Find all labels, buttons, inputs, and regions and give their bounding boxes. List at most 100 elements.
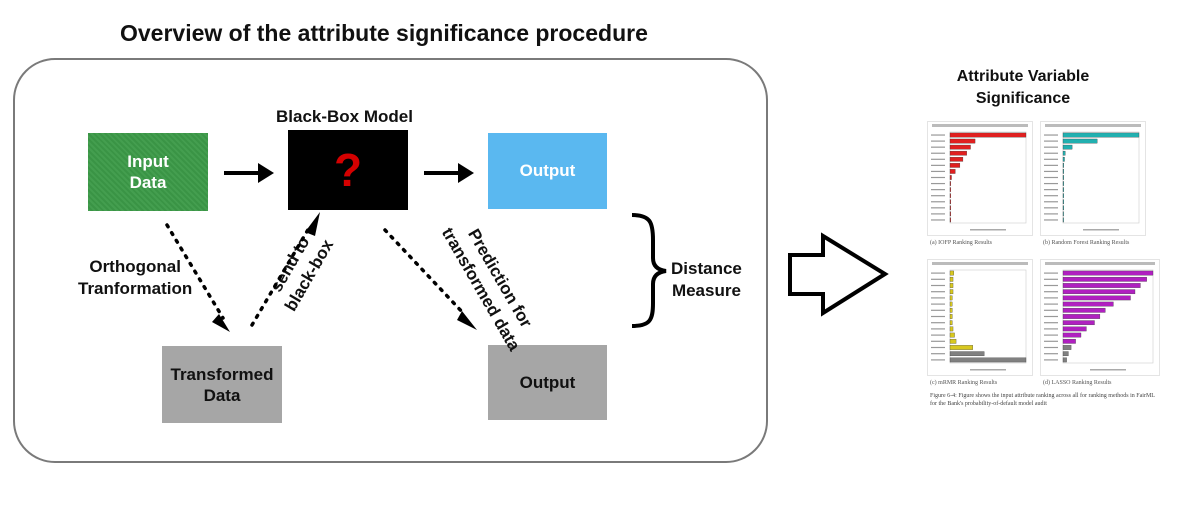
- thumbnail-bar: [949, 301, 953, 307]
- thumbnail-tick-label: [1044, 158, 1058, 160]
- thumbnail-tick-label: [1044, 346, 1058, 349]
- thumbnail-bar: [949, 217, 951, 223]
- thumbnail-tick-label: [931, 278, 945, 280]
- thumbnail-tick-label: [931, 309, 945, 311]
- thumbnail-bar: [1062, 193, 1064, 198]
- thumbnail-tick-label: [1044, 309, 1058, 311]
- thumbnail-tick-label: [1044, 152, 1058, 154]
- thumbnail-tick-label: [1044, 340, 1058, 342]
- transformed-data-box: Transformed Data: [162, 346, 282, 423]
- thumbnail-tick-label: [1044, 201, 1058, 203]
- caption-lasso: (d) LASSO Ranking Results: [1043, 380, 1112, 386]
- thumbnail-bar: [949, 351, 985, 357]
- thumbnail-tick-label: [931, 134, 945, 136]
- thumbnail-x-axis-label: [1090, 369, 1126, 371]
- thumbnail-tick-label: [931, 328, 945, 330]
- thumbnail-chart-random-forest: [1040, 121, 1146, 236]
- thumbnail-x-axis-label: [970, 229, 1006, 231]
- curly-brace-icon: [631, 213, 667, 328]
- thumbnail-bar: [949, 332, 955, 338]
- thumbnail-bar: [1062, 181, 1064, 186]
- thumbnail-chart-mrmr: [927, 259, 1033, 376]
- thumbnail-bar: [949, 295, 953, 301]
- thumbnail-tick-label: [1044, 134, 1058, 136]
- thumbnail-tick-label: [931, 189, 945, 191]
- thumbnail-x-axis-label: [1083, 229, 1119, 231]
- procedure-panel: [13, 58, 768, 463]
- mrmr-bars: [931, 269, 1027, 371]
- thumbnail-tick-label: [931, 359, 945, 361]
- thumbnail-tick-label: [931, 303, 945, 305]
- thumbnail-tick-label: [931, 284, 945, 287]
- thumbnail-tick-label: [931, 297, 945, 299]
- thumbnail-bar: [1062, 307, 1106, 313]
- black-box-model-label: Black-Box Model: [276, 107, 413, 126]
- thumbnail-bar: [1062, 295, 1131, 301]
- thumbnail-tick-label: [1044, 207, 1058, 209]
- thumbnail-bar: [1062, 289, 1136, 295]
- thumbnail-chart-iofp: [927, 121, 1033, 236]
- thumbnail-bar: [1062, 314, 1101, 319]
- distance-measure-label: Distance Measure: [671, 259, 742, 300]
- thumbnail-bar: [1062, 138, 1098, 144]
- thumbnail-bar: [1062, 217, 1064, 223]
- thumbnail-bar: [1062, 163, 1064, 168]
- thumbnail-tick-label: [931, 219, 945, 221]
- thumbnail-bar: [949, 199, 951, 205]
- thumbnail-bar: [949, 314, 953, 319]
- thumbnail-tick-label: [931, 334, 945, 336]
- thumbnail-bar: [949, 138, 976, 144]
- thumbnail-tick-label: [931, 340, 945, 342]
- thumbnail-tick-label: [931, 272, 945, 274]
- thumbnail-axis-frame: [1062, 131, 1140, 224]
- thumbnail-bar: [1062, 211, 1064, 217]
- random-forest-bars: [1044, 131, 1140, 231]
- black-box-model: ?: [288, 130, 408, 210]
- dotted-arrow-prediction: [383, 228, 477, 330]
- thumbnail-tick-label: [931, 207, 945, 209]
- thumbnail-bar: [949, 175, 952, 180]
- diagram-title: Overview of the attribute significance p…: [120, 20, 648, 46]
- thumbnail-bar: [949, 357, 1027, 363]
- thumbnail-bar: [1062, 351, 1069, 357]
- thumbnail-tick-label: [1044, 303, 1058, 305]
- thumbnail-tick-label: [1044, 195, 1058, 197]
- thumbnail-tick-label: [931, 195, 945, 197]
- thumbnail-bar: [1062, 301, 1114, 307]
- solid-arrow-blackbox-to-output: [424, 163, 474, 183]
- thumbnail-tick-label: [1044, 353, 1058, 355]
- thumbnail-chart-lasso: [1040, 259, 1160, 376]
- thumbnail-bar: [949, 144, 971, 150]
- thumbnail-tick-label: [1044, 297, 1058, 299]
- thumbnail-bar: [1062, 175, 1064, 180]
- thumbnail-bar: [1062, 157, 1065, 162]
- thumbnail-tick-label: [931, 146, 945, 148]
- caption-mrmr: (c) mRMR Ranking Results: [930, 380, 998, 386]
- thumbnail-bar: [1062, 144, 1073, 150]
- thumbnail-tick-label: [1044, 164, 1058, 166]
- input-data-label: Input Data: [127, 152, 169, 192]
- thumbnail-tick-label: [931, 213, 945, 215]
- thumbnail-tick-label: [931, 353, 945, 355]
- caption-random-forest: (b) Random Forest Ranking Results: [1043, 240, 1130, 246]
- iofp-bars: [931, 131, 1027, 231]
- lasso-bars: [1044, 269, 1154, 371]
- thumbnail-bar: [949, 320, 953, 326]
- thumbnail-tick-label: [1044, 189, 1058, 191]
- thumbnail-bar: [1062, 150, 1066, 156]
- thumbnail-bar: [1062, 283, 1141, 288]
- thumbnail-bar: [1062, 270, 1154, 276]
- thumbnail-tick-label: [1044, 291, 1058, 293]
- thumbnail-x-axis-label: [970, 369, 1006, 371]
- thumbnail-bar: [949, 169, 956, 174]
- thumbnail-bar: [949, 276, 954, 282]
- caption-iofp: (a) IOFP Ranking Results: [930, 240, 992, 246]
- thumbnail-bar: [949, 163, 961, 168]
- thumbnail-bar: [949, 181, 951, 186]
- thumbnail-bar: [949, 211, 951, 217]
- thumbnail-bar: [949, 338, 957, 344]
- thumbnail-tick-label: [1044, 219, 1058, 221]
- transformed-data-label: Transformed Data: [170, 364, 274, 405]
- thumbnail-tick-label: [1044, 278, 1058, 280]
